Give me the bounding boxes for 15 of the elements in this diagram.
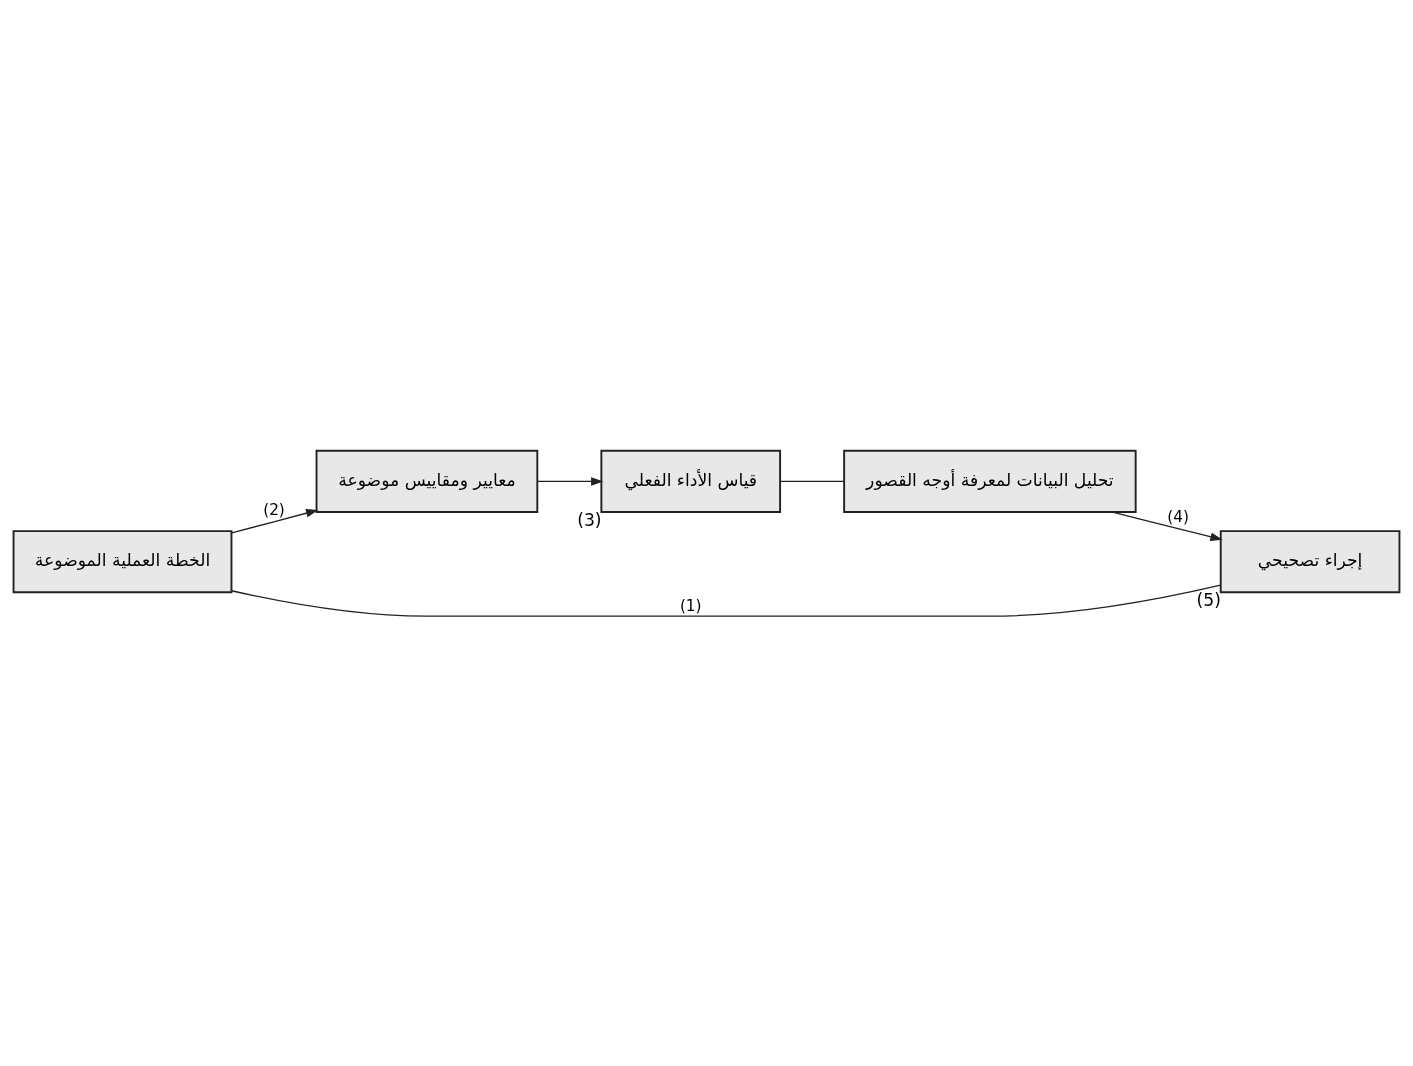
connector xyxy=(779,480,845,482)
node-box: معايير ومقاييس موضوعة xyxy=(315,449,539,513)
arrow xyxy=(1111,510,1223,541)
arrow xyxy=(231,508,319,534)
node-label: (5) xyxy=(1196,589,1221,610)
node-box: قياس الأداء الفعلي xyxy=(600,449,782,513)
edge-label: (1) xyxy=(679,596,702,615)
arrow xyxy=(536,476,604,486)
node-box: تحليل البيانات لمعرفة أوجه القصور xyxy=(843,449,1137,513)
node-box: الخطة العملية الموضوعة xyxy=(12,529,233,593)
edge-label: (2) xyxy=(263,500,285,519)
connector xyxy=(230,583,1222,617)
node-box: إجراء تصحيحي xyxy=(1219,529,1401,593)
edge-label: (4) xyxy=(1167,507,1190,526)
node-label: (3) xyxy=(577,509,602,530)
